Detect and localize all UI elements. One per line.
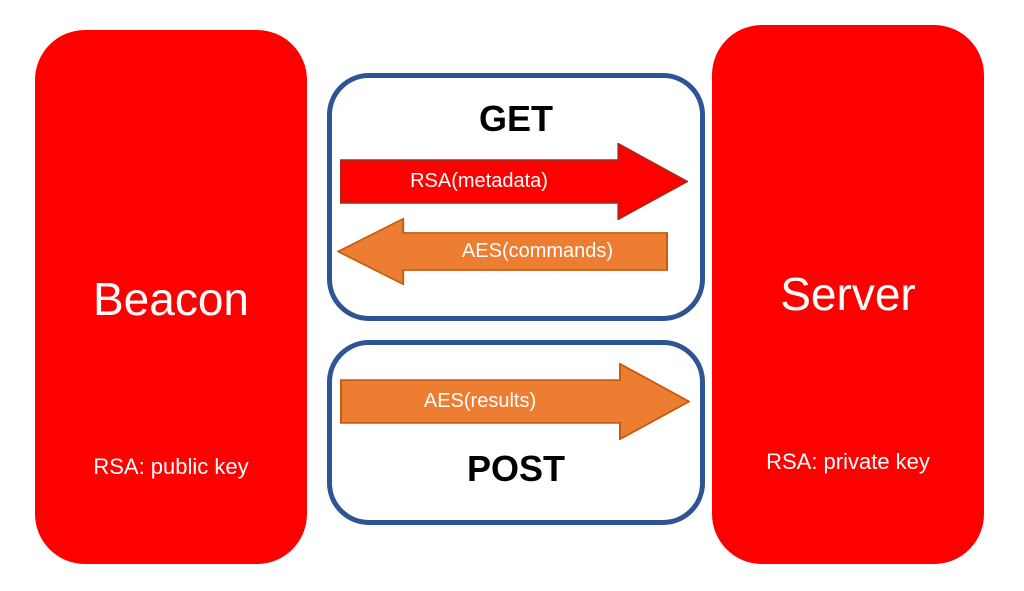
aes-commands-label: AES(commands) xyxy=(461,240,614,262)
beacon-node: Beacon RSA: public key xyxy=(35,30,307,564)
rsa-metadata-arrow: RSA(metadata) xyxy=(340,143,688,220)
server-node: Server RSA: private key xyxy=(712,25,984,564)
aes-commands-arrow: AES(commands) xyxy=(337,218,668,285)
server-title: Server xyxy=(780,268,916,320)
server-key-label: RSA: private key xyxy=(766,449,930,474)
rsa-metadata-label: RSA(metadata) xyxy=(410,170,548,192)
post-panel: AES(results) POST xyxy=(327,340,705,525)
aes-results-label: AES(results) xyxy=(423,390,537,412)
left-arrow-icon xyxy=(337,218,668,285)
beacon-title: Beacon xyxy=(92,273,249,325)
right-arrow-icon xyxy=(340,363,690,440)
get-panel: GET RSA(metadata) AES(commands) xyxy=(327,73,705,321)
get-title: GET xyxy=(478,98,553,139)
post-title: POST xyxy=(466,448,565,489)
beacon-key-label: RSA: public key xyxy=(93,454,249,479)
aes-results-arrow: AES(results) xyxy=(340,363,690,440)
right-arrow-icon xyxy=(340,143,688,220)
